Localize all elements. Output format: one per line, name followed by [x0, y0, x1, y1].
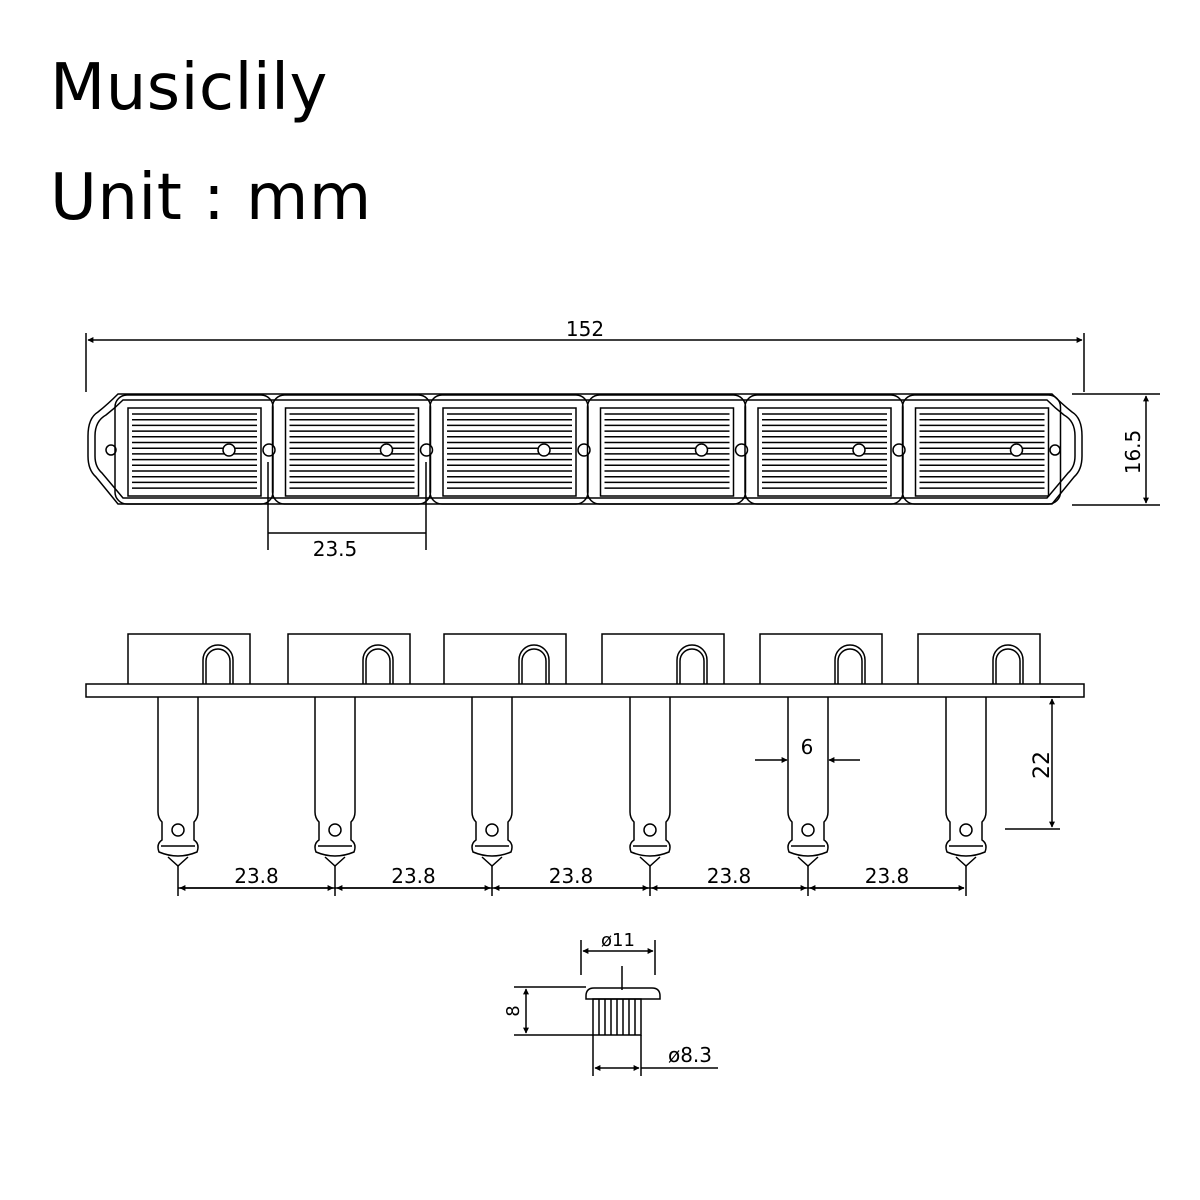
- mounting-hole: [105, 444, 117, 456]
- post-hole: [222, 443, 236, 457]
- flange-diameter-label: ø11: [601, 930, 635, 951]
- housing-outline: [901, 394, 1062, 505]
- post-spacing-label: 23.8: [549, 864, 594, 888]
- bushing-view: [514, 940, 718, 1076]
- bushing-height-label: 8: [503, 1005, 524, 1016]
- gear-arch-inner: [521, 648, 547, 684]
- post-hole: [379, 443, 394, 457]
- tuner-housing: [114, 394, 276, 505]
- plate-inner-outline: [94, 399, 1076, 499]
- tuner-post: [127, 633, 251, 868]
- base-plate: [85, 683, 1085, 698]
- gear-arch-inner: [205, 648, 231, 684]
- gear-arch-inner: [995, 648, 1021, 684]
- housing-frame: [442, 407, 577, 497]
- shaft-width-label: 6: [801, 735, 814, 759]
- post-hole: [537, 443, 551, 457]
- post-spacing-label: 23.8: [707, 864, 752, 888]
- tuner-housing: [586, 394, 749, 505]
- post-spacing-label: 23.8: [391, 864, 436, 888]
- gear-box: [601, 633, 725, 684]
- gear-arch: [202, 644, 234, 684]
- gear-arch: [992, 644, 1024, 684]
- gear-arch-inner: [365, 648, 391, 684]
- housing-frame: [914, 407, 1050, 497]
- brand-title: Musiclily: [50, 51, 328, 125]
- housing-frame: [599, 407, 735, 497]
- post-tip-point: [324, 856, 346, 868]
- post-tip-point: [797, 856, 819, 868]
- post-hole: [1009, 443, 1024, 457]
- post-tip-point: [481, 856, 503, 868]
- post-tip: [945, 811, 987, 857]
- gear-box: [287, 633, 411, 684]
- shaft-length-label: 22: [1030, 751, 1055, 779]
- post-tip-point: [167, 856, 189, 868]
- overall-length-label: 152: [566, 317, 604, 341]
- unit-label: Unit : mm: [50, 161, 372, 235]
- post-spacing-label: 23.8: [865, 864, 910, 888]
- gear-arch: [362, 644, 394, 684]
- housing-frame: [127, 407, 262, 497]
- tuner-post: [759, 633, 883, 868]
- gear-arch-inner: [679, 648, 705, 684]
- tuner-post: [443, 633, 567, 868]
- housing-frame: [284, 407, 420, 497]
- height-label: 16.5: [1121, 430, 1145, 475]
- body-diameter-label: ø8.3: [668, 1043, 712, 1067]
- post-hole: [852, 443, 866, 457]
- string-hole: [959, 823, 973, 837]
- top-view: [85, 333, 1160, 550]
- string-hole: [643, 823, 657, 837]
- post-tip: [629, 811, 671, 857]
- string-hole: [171, 823, 185, 837]
- tuner-post: [287, 633, 411, 868]
- post-tip: [787, 811, 829, 857]
- tuner-housing: [271, 394, 434, 505]
- gear-arch: [518, 644, 550, 684]
- gear-arch: [676, 644, 708, 684]
- post-tip: [314, 811, 356, 857]
- string-hole: [328, 823, 342, 837]
- housing-frame: [757, 407, 892, 497]
- mounting-hole: [1049, 444, 1061, 456]
- post-tip-point: [639, 856, 661, 868]
- side-view: [85, 633, 1085, 896]
- post-tip: [157, 811, 199, 857]
- tuner-housing: [744, 394, 906, 505]
- post-tip: [471, 811, 513, 857]
- gear-box: [127, 633, 251, 684]
- post-hole: [694, 443, 709, 457]
- gear-box: [443, 633, 567, 684]
- post-tip-point: [955, 856, 977, 868]
- post-spacing-label: 23.5: [313, 537, 358, 561]
- gear-box: [917, 633, 1041, 684]
- gear-arch-inner: [837, 648, 863, 684]
- post-spacing-label: 23.8: [234, 864, 279, 888]
- tuner-post: [917, 633, 1041, 868]
- gear-arch: [834, 644, 866, 684]
- tuner-post: [601, 633, 725, 868]
- tuner-housing: [429, 394, 591, 505]
- string-hole: [801, 823, 815, 837]
- bushing-flange: [585, 987, 661, 1000]
- tuner-housing: [901, 394, 1062, 505]
- gear-box: [759, 633, 883, 684]
- string-hole: [485, 823, 499, 837]
